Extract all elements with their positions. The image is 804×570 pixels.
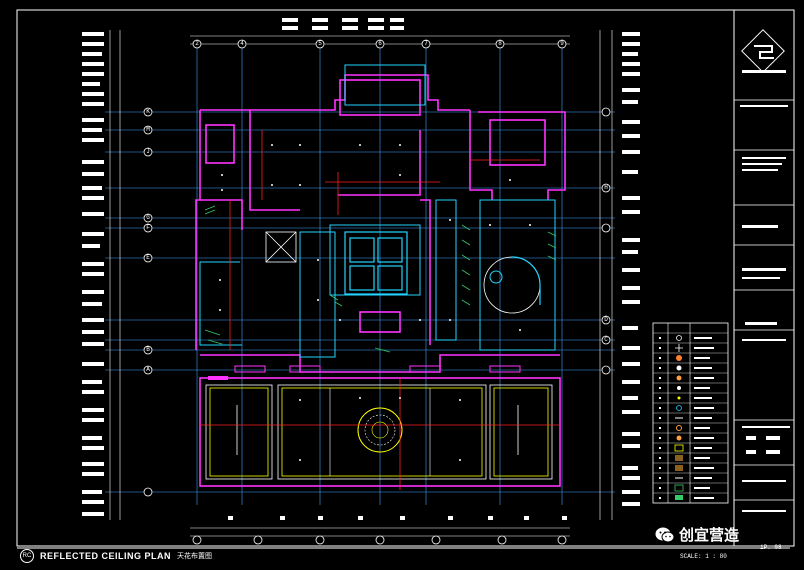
left-dimension-notes <box>82 32 104 516</box>
axis-col-label: 4 <box>240 40 244 47</box>
legend-table <box>652 322 729 504</box>
axis-row-label: M <box>146 126 150 133</box>
title-block-frame <box>733 9 795 547</box>
view-badge: RC <box>20 549 34 563</box>
axis-row-label: E <box>146 254 150 261</box>
title-block-lines <box>734 99 794 501</box>
drawing-scale: SCALE: 1 : 80 <box>680 553 727 560</box>
planter-hatch <box>204 205 557 353</box>
wechat-icon <box>655 527 675 542</box>
axis-row-label: C <box>604 336 608 343</box>
axis-col-label: 9 <box>560 40 564 47</box>
bottom-dimension-notes <box>228 516 567 520</box>
axis-row-label: A <box>146 366 150 373</box>
lower-hall <box>199 365 561 487</box>
title-block-text-bars <box>740 105 790 512</box>
watermark: 创宜营造 <box>655 524 739 545</box>
drawing-title: REFLECTED CEILING PLAN <box>40 551 172 561</box>
downlights <box>219 144 531 461</box>
axis-col-label: 8 <box>498 40 502 47</box>
axis-col-label: 5 <box>318 40 322 47</box>
axis-markers <box>143 39 611 545</box>
coffered-ceiling <box>344 231 408 295</box>
round-feature <box>483 256 541 314</box>
wall-outline <box>195 74 566 373</box>
interior-partitions <box>199 64 556 358</box>
right-dimension-notes <box>622 32 640 506</box>
section-lines <box>200 130 560 490</box>
axis-row-label: J <box>146 148 150 155</box>
drawing-title-cn: 天花布置图 <box>177 552 213 560</box>
axis-row-label: F <box>146 224 150 231</box>
company-logo-icon <box>741 29 786 73</box>
axis-col-label: 7 <box>424 40 428 47</box>
sheet-number: 1P. 08 <box>760 544 782 551</box>
axis-row-label: G <box>146 214 150 221</box>
axis-row-label: D <box>604 316 608 323</box>
axis-col-label: 2 <box>195 40 199 47</box>
axis-row-label: B <box>146 346 150 353</box>
drawing-title-bar: RC REFLECTED CEILING PLAN 天花布置图 <box>20 549 212 563</box>
elevator-shaft <box>265 231 297 263</box>
axis-col-label: 6 <box>378 40 382 47</box>
top-dimension-notes <box>282 18 404 30</box>
dimension-frame <box>109 30 613 537</box>
axis-row-label: K <box>146 108 150 115</box>
axis-row-label: H <box>604 184 608 191</box>
watermark-text: 创宜营造 <box>679 526 740 544</box>
